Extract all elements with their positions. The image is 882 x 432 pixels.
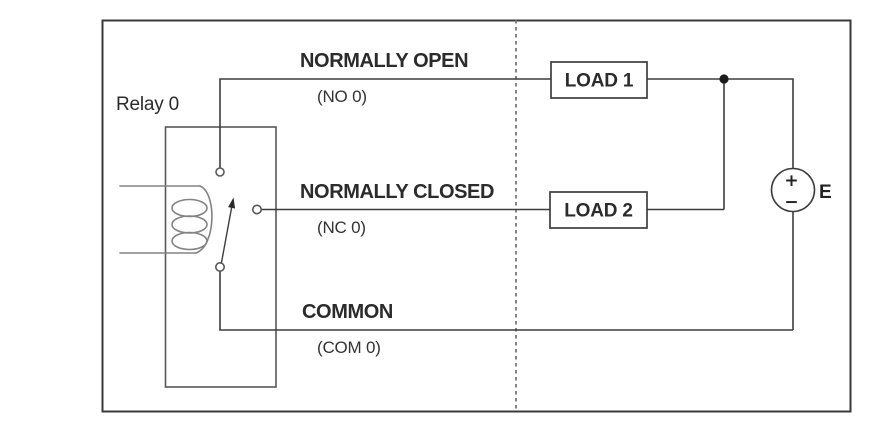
switch-arm xyxy=(220,206,233,263)
load-boxes xyxy=(549,61,648,229)
common-wire xyxy=(219,271,793,331)
coil-loop xyxy=(171,198,208,218)
load1-output-wire xyxy=(647,78,794,169)
coil-loop xyxy=(171,231,208,251)
relay-label: Relay 0 xyxy=(116,94,179,115)
switch-arrowhead xyxy=(228,197,236,209)
no-contact xyxy=(215,167,225,177)
source-plus-sign: + xyxy=(784,171,798,191)
source-label: E xyxy=(819,182,832,203)
no-code-label: (NO 0) xyxy=(317,87,367,106)
coil-loop xyxy=(171,215,208,234)
relay-contacts xyxy=(215,167,263,272)
load2-label: LOAD 2 xyxy=(564,201,632,222)
load1-label: LOAD 1 xyxy=(565,71,634,92)
load1-box xyxy=(550,61,648,99)
nc-code-label: (NC 0) xyxy=(317,218,366,237)
wires xyxy=(219,78,794,331)
junction-dot xyxy=(719,74,729,84)
coil-right-arc xyxy=(195,185,213,254)
source-minus-sign: − xyxy=(784,193,798,213)
load2-box xyxy=(549,191,648,229)
relay-switch xyxy=(220,197,236,263)
common-contact xyxy=(215,261,226,272)
diagram-border xyxy=(101,19,852,413)
no-title-label: NORMALLY OPEN xyxy=(300,50,468,72)
nc-contact xyxy=(252,204,263,215)
nc-title-label: NORMALLY CLOSED xyxy=(300,181,494,203)
no-wire xyxy=(219,78,551,168)
com-code-label: (COM 0) xyxy=(317,338,381,357)
relay-coil xyxy=(119,185,213,254)
com-title-label: COMMON xyxy=(302,301,393,323)
voltage-source-circle xyxy=(770,167,816,213)
